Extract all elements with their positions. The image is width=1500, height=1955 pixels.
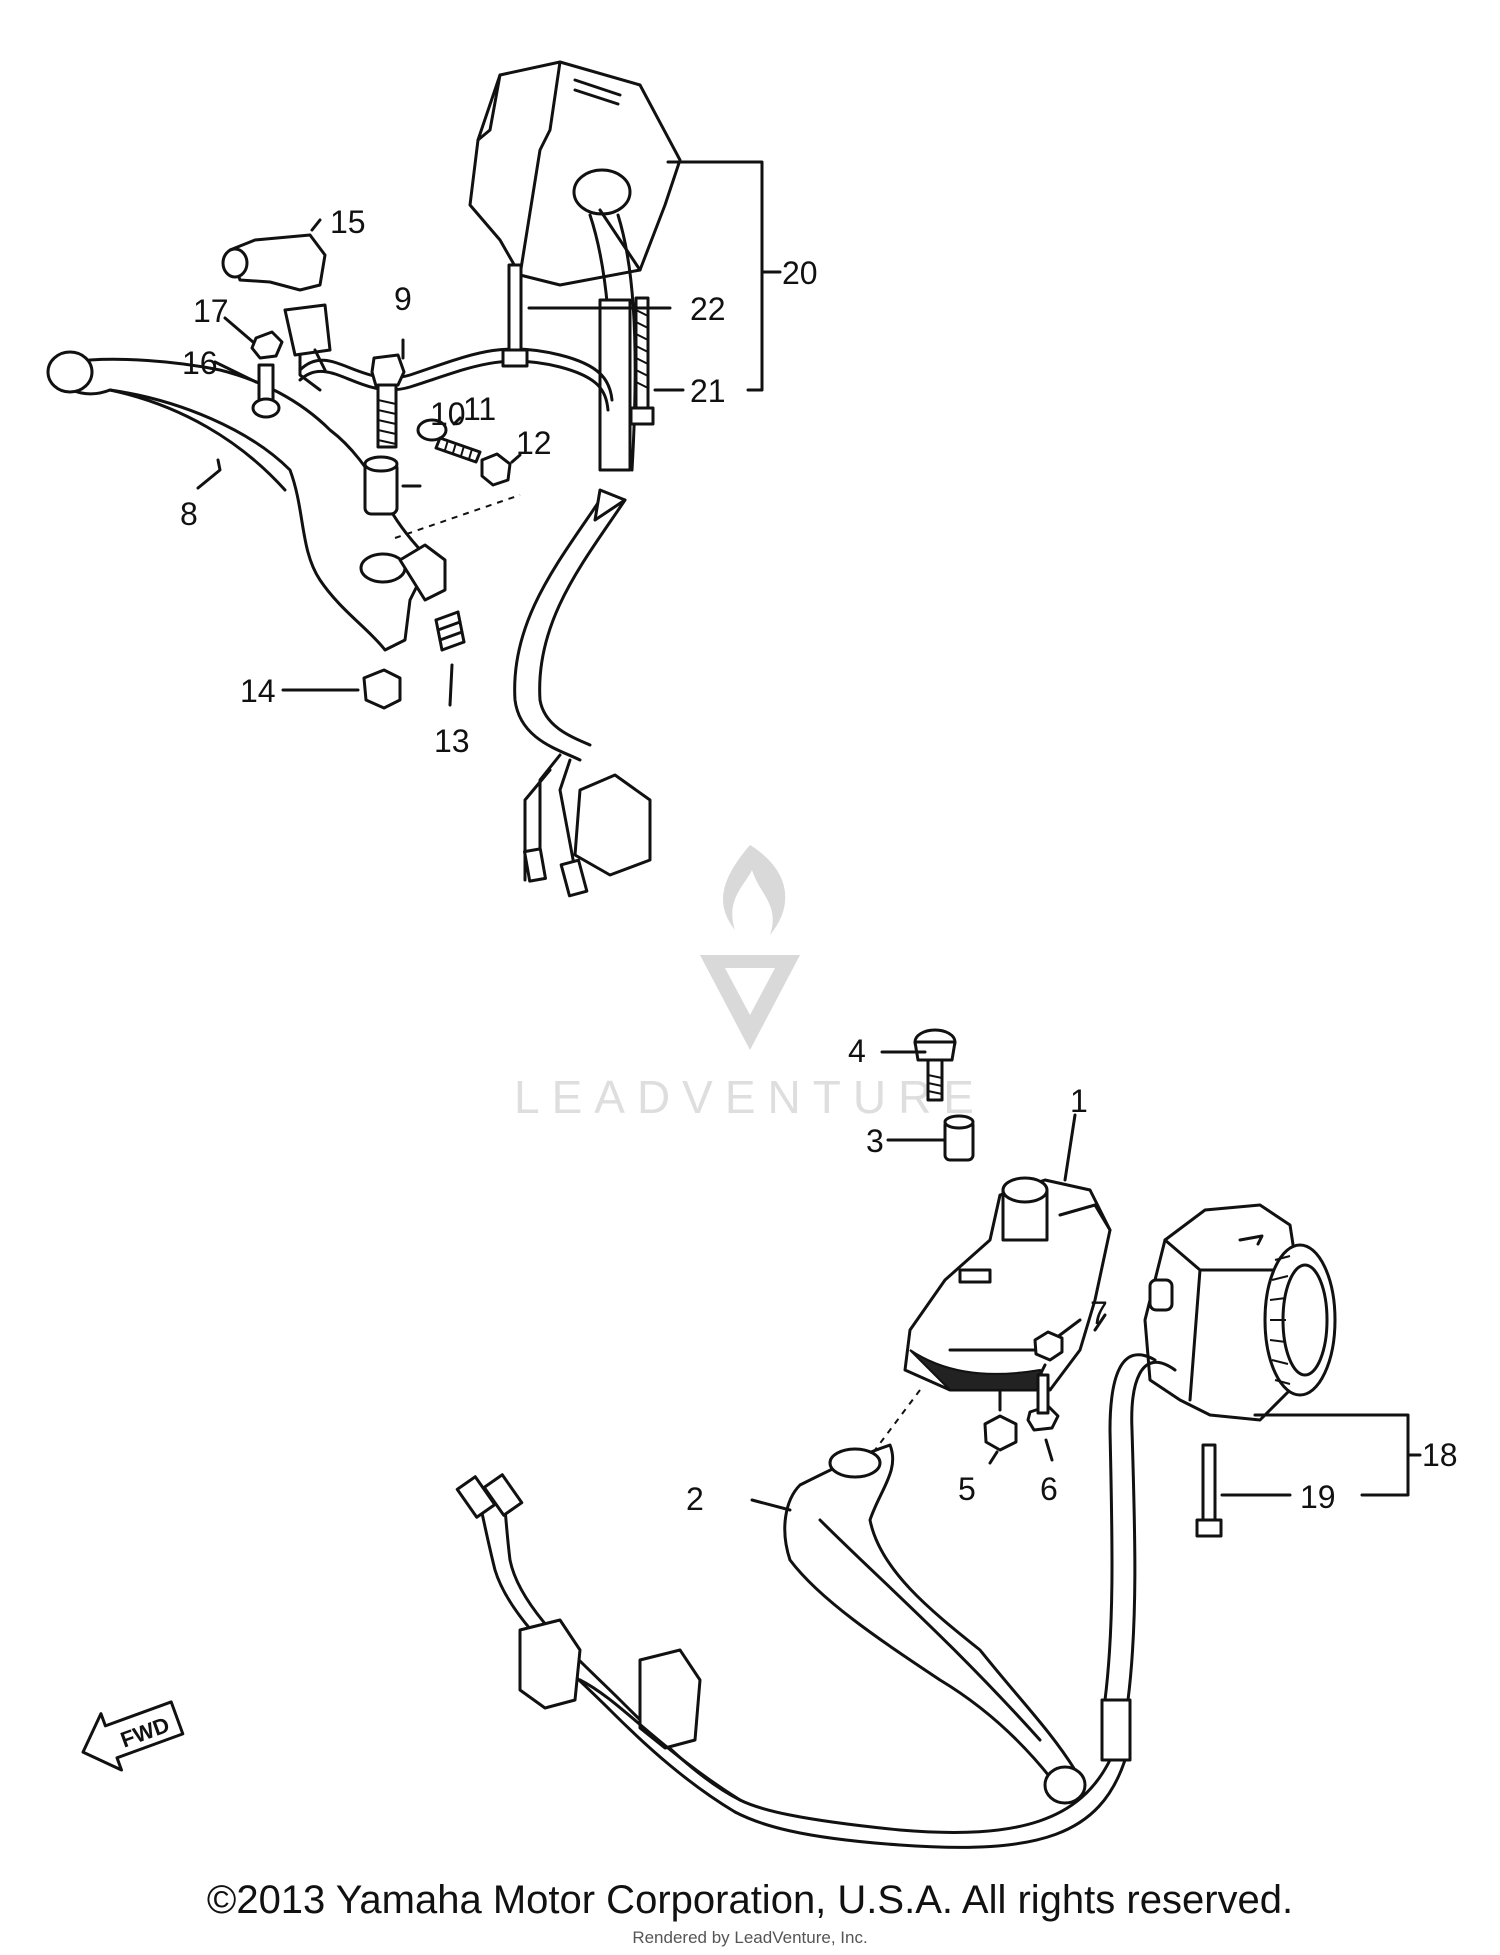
lower-part-labels: 4 3 1 7 2 5 6 18 19 xyxy=(686,1033,1458,1517)
part-label-21: 21 xyxy=(690,373,726,409)
left-switch-housing xyxy=(468,60,682,287)
part-label-4: 4 xyxy=(848,1033,866,1069)
fwd-arrow: FWD xyxy=(81,1700,185,1772)
upper-part-labels: 15 17 16 8 9 10 11 12 13 14 20 22 21 xyxy=(180,204,818,759)
part-label-6: 6 xyxy=(1040,1471,1058,1507)
part-label-3: 3 xyxy=(866,1123,884,1159)
part-label-17: 17 xyxy=(193,293,229,329)
right-switch-harness xyxy=(455,1353,1177,1849)
part-label-20: 20 xyxy=(782,255,818,291)
brake-lever-holder xyxy=(903,1176,1112,1392)
part-label-8: 8 xyxy=(180,496,198,532)
watermark-text: LEADVENTURE xyxy=(514,1071,986,1123)
part-label-18: 18 xyxy=(1422,1437,1458,1473)
part-label-11: 11 xyxy=(463,391,496,427)
upper-cable-inner xyxy=(298,359,610,412)
upper-hardware xyxy=(250,263,655,710)
clutch-switch xyxy=(221,233,332,392)
right-switch-housing xyxy=(1143,1203,1337,1422)
lower-hardware xyxy=(913,1028,1223,1538)
upper-leaders xyxy=(196,160,782,707)
rendered-by-note: Rendered by LeadVenture, Inc. xyxy=(632,1928,868,1947)
part-label-15: 15 xyxy=(330,204,366,240)
left-switch-harness xyxy=(513,213,652,898)
part-label-10: 10 xyxy=(430,396,466,432)
part-label-13: 13 xyxy=(434,723,470,759)
part-label-1: 1 xyxy=(1070,1083,1088,1119)
part-label-9: 9 xyxy=(394,281,412,317)
part-label-5: 5 xyxy=(958,1471,976,1507)
copyright-notice: ©2013 Yamaha Motor Corporation, U.S.A. A… xyxy=(206,1878,1294,1922)
part-label-14: 14 xyxy=(240,673,276,709)
leadventure-watermark: LEADVENTURE xyxy=(514,845,986,1123)
clutch-lever xyxy=(46,350,447,652)
brake-lever xyxy=(783,1443,1087,1805)
part-label-12: 12 xyxy=(516,425,552,461)
lower-leaders xyxy=(750,1050,1422,1512)
part-label-7: 7 xyxy=(1090,1295,1108,1331)
part-label-22: 22 xyxy=(690,291,726,327)
part-label-16: 16 xyxy=(182,345,218,381)
part-label-19: 19 xyxy=(1300,1479,1336,1515)
part-label-2: 2 xyxy=(686,1481,704,1517)
upper-cable xyxy=(298,347,614,402)
